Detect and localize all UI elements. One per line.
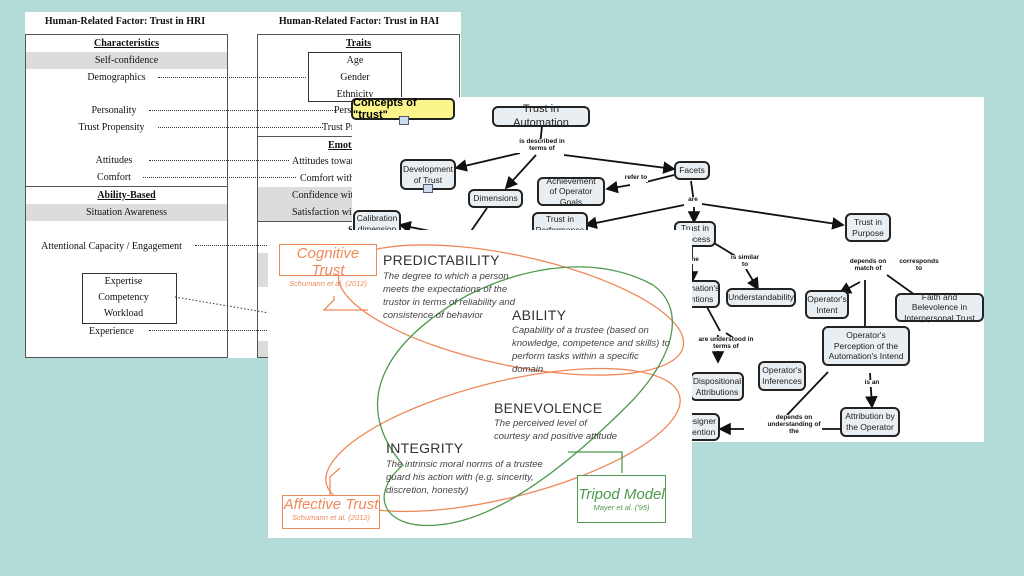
hai-heading-emotive: Emotiv [328,140,360,151]
edge [713,242,738,258]
connector-personality [149,110,335,111]
link-label-are-understood: are understood in terms of [696,336,756,351]
edge [886,274,916,296]
hri-item: Self-confidence [26,52,227,69]
concept-benevolence-title: BENEVOLENCE [494,400,603,416]
hai-item: Trust Pr [322,122,355,133]
cognitive-connector [322,296,368,311]
edge [865,372,878,409]
hai-table-title: Human-Related Factor: Trust in HAI [278,16,440,27]
submap-icon[interactable] [423,184,433,193]
tripod-model-label: Tripod Model Mayer et al. ('95) [577,475,666,523]
edge [786,371,829,416]
hai-item: Attitudes towar [292,156,354,167]
tripod-model-loop [376,266,673,527]
affective-trust-title: Affective Trust [283,496,379,513]
concept-integrity-title: INTEGRITY [386,440,464,456]
tripod-connector [568,451,623,473]
node-trust-in-automation[interactable]: Trust in Automation [492,103,590,129]
edge [645,174,675,183]
hai-item: Ethnicity [336,89,374,100]
edge [563,154,676,174]
node-achievement-of-operator-goals[interactable]: Achievement of Operator Goals [537,176,605,207]
hri-heading-ability: Ability-Based [97,190,156,201]
connector-ability-group [174,296,276,315]
edge [584,204,685,230]
node-facets[interactable]: Facets [674,161,710,180]
node-trust-in-purpose[interactable]: Trust in Purpose [845,213,891,242]
hri-item: Demographics [87,72,146,83]
hai-item: Comfort with [300,173,355,184]
connector-experience [149,330,275,331]
hai-traits-box [308,52,402,102]
edge [605,180,631,194]
link-label-is-an: is an [862,379,882,387]
concept-integrity-desc: The intrinsic moral norms of a trustee g… [386,459,543,496]
trust-model-panel: Cognitive Trust Schumann et al. (2012) A… [268,230,692,538]
edge [706,306,721,332]
connector-attitudes [149,160,289,161]
hri-divider [26,186,227,187]
edge [454,152,521,172]
hri-item: Personality [91,105,137,116]
hai-heading-traits: Traits [345,38,372,49]
affective-trust-label: Affective Trust Schumann et al. (2012) [282,495,380,529]
link-label-depends-on-match: depends on match of [846,258,890,273]
concept-ability-title: ABILITY [512,307,567,323]
cognitive-trust-label: Cognitive Trust Schumann et al. (2012) [279,244,377,288]
node-faith-and-belevolence[interactable]: Faith and Belevolence in Interpersonal T… [895,292,984,323]
hri-table-title: Human-Related Factor: Trust in HRI [44,16,206,27]
hri-item: Trust Propensity [78,122,145,133]
node-dispositional-attributions[interactable]: Dispositional Attributions [690,372,744,401]
affective-trust-cite: Schumann et al. (2012) [292,513,370,522]
hri-item: Attentional Capacity / Engagement [41,241,182,252]
submap-icon[interactable] [399,116,409,125]
node-attribution-by-operator[interactable]: Attribution by the Operator [840,407,900,437]
hri-table: Characteristics Self-confidence Demograp… [25,34,228,358]
node-operators-perception[interactable]: Operator's Perception of the Automation'… [822,326,910,366]
hri-heading-characteristics: Characteristics [94,38,159,49]
link-label-is-similar-to: is similar to [728,254,762,269]
link-label-depends-on-understanding: depends on understanding of the [766,414,822,436]
edge [701,203,845,230]
concept-predictability-title: PREDICTABILITY [383,252,500,268]
hri-ability-group-box [82,273,177,324]
hri-item: Expertise [104,276,143,287]
hri-item: Attitudes [95,155,133,166]
concept-ability-desc: Capability of a trustee (based on knowle… [512,325,670,375]
hai-item: Gender [340,72,370,83]
link-label-corresponds-to: corresponds to [897,258,941,273]
tripod-model-cite: Mayer et al. ('95) [593,503,650,512]
node-dimensions[interactable]: Dimensions [468,189,523,208]
concept-predictability-desc: The degree to which a person meets the e… [383,271,515,321]
tripod-model-title: Tripod Model [578,486,665,503]
connector-trust-propensity [158,127,323,128]
concept-benevolence-desc: The perceived level of courtesy and posi… [494,418,618,442]
node-operators-intent[interactable]: Operator's Intent [805,290,849,319]
connector-demographics [158,77,306,78]
node-operators-inferences[interactable]: Operator's Inferences [758,361,806,391]
edge [745,268,759,291]
hai-item: Perso [334,105,357,116]
hri-item: Workload [103,308,144,319]
edge [504,154,537,190]
cognitive-trust-cite: Schumann et al. (2012) [289,279,367,288]
connector-attentional [195,245,275,246]
node-understandability[interactable]: Understandability [726,288,796,307]
link-label-the: the [688,256,700,264]
hri-item: Comfort [97,172,131,183]
link-label-are: are [686,196,700,204]
link-label-is-described: is described in terms of [516,138,568,153]
hri-item: Competency [98,292,149,303]
cognitive-trust-title: Cognitive Trust [296,245,360,279]
hai-item: Age [346,55,364,66]
link-label-refer-to: refer to [624,174,648,182]
connector-comfort [143,177,296,178]
hri-item: Experience [89,326,134,337]
hri-item: Situation Awareness [26,204,227,221]
